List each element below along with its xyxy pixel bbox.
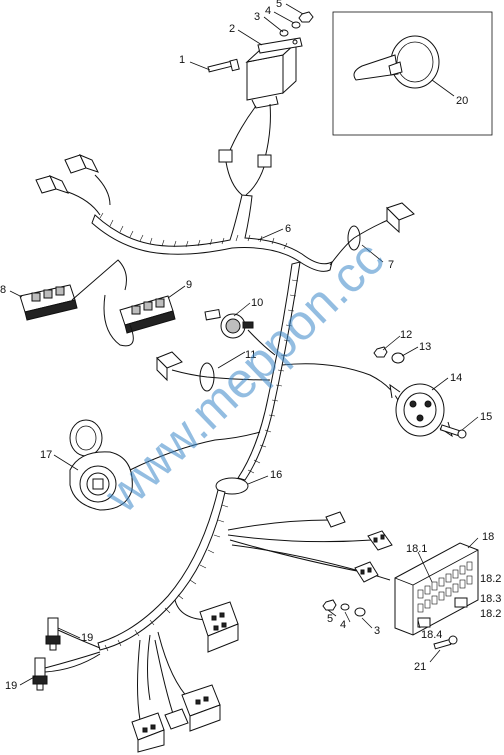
label-1: 1 xyxy=(179,54,185,66)
lock-washer-part-4 xyxy=(291,21,301,29)
connector-bottom-a xyxy=(199,601,239,653)
connector-bottom-c xyxy=(131,712,165,753)
label-3-lower: 3 xyxy=(374,625,380,637)
switch-panel-part-9 xyxy=(119,295,176,334)
label-7: 7 xyxy=(388,259,394,271)
label-3-top: 3 xyxy=(254,11,260,23)
switch-panel-part-8 xyxy=(19,284,78,321)
bolt-part-1 xyxy=(207,58,240,73)
relay-connector-b xyxy=(257,154,272,168)
fuse-box-part-18 xyxy=(394,542,479,636)
label-20: 20 xyxy=(456,95,468,107)
lower-loom xyxy=(97,489,229,652)
ignition-switch-part-10 xyxy=(204,308,254,339)
connector-top-left-a xyxy=(64,154,99,174)
label-5-lower: 5 xyxy=(327,613,333,625)
leader-lines xyxy=(9,3,479,686)
washer-part-3-lower xyxy=(354,607,366,617)
grommet-part-16 xyxy=(215,477,249,495)
label-18: 18 xyxy=(482,531,494,543)
connector-bottom-d xyxy=(164,708,189,730)
relay-connector-a xyxy=(218,149,233,163)
label-4-top: 4 xyxy=(265,5,271,17)
clamp-part-20 xyxy=(353,35,440,89)
label-10: 10 xyxy=(251,297,263,309)
connector-right-top xyxy=(386,202,415,234)
connector-mid-right-b xyxy=(367,530,393,551)
label-21: 21 xyxy=(414,661,426,673)
connector-left-mid xyxy=(156,351,183,382)
label-19-upper: 19 xyxy=(81,632,93,644)
connector-mid-right-a xyxy=(325,511,346,528)
label-14: 14 xyxy=(450,372,462,384)
screw-part-21 xyxy=(433,635,458,650)
label-19-lower: 19 xyxy=(5,680,17,692)
nut-part-5-lower xyxy=(322,599,337,611)
power-socket-part-17 xyxy=(69,419,133,511)
label-2: 2 xyxy=(229,23,235,35)
label-4-lower: 4 xyxy=(340,619,346,631)
label-8: 8 xyxy=(0,284,6,296)
sensor-part-19-upper xyxy=(45,617,61,651)
sensor-part-19-lower xyxy=(32,657,48,691)
label-18-1: 18.1 xyxy=(406,543,427,555)
label-5-top: 5 xyxy=(276,0,282,10)
relay xyxy=(245,37,303,109)
label-15: 15 xyxy=(480,411,492,423)
main-loom-part-6 xyxy=(91,194,333,481)
label-11: 11 xyxy=(245,349,256,361)
label-17: 17 xyxy=(40,449,52,461)
connector-top-left-b xyxy=(35,175,69,194)
label-18-4: 18.4 xyxy=(421,629,442,641)
connector-mid-right-c xyxy=(354,561,379,583)
screw-part-15 xyxy=(439,424,467,439)
label-6: 6 xyxy=(285,223,291,235)
label-18-2-upper: 18.2 xyxy=(480,573,501,585)
label-13: 13 xyxy=(419,341,431,353)
label-12: 12 xyxy=(400,329,412,341)
lock-washer-part-4-lower xyxy=(340,603,350,611)
nut-part-5 xyxy=(298,11,314,23)
label-18-3: 18.3 xyxy=(480,593,501,605)
washer-part-13 xyxy=(391,352,405,364)
label-18-2-lower: 18.2 xyxy=(480,608,501,620)
connector-bottom-b xyxy=(181,684,221,732)
label-16: 16 xyxy=(270,469,282,481)
part-labels: 1 2 3 4 5 6 7 8 9 10 11 12 13 14 15 16 1… xyxy=(0,0,501,692)
label-9: 9 xyxy=(186,279,192,291)
inset-detail-box xyxy=(332,11,493,136)
